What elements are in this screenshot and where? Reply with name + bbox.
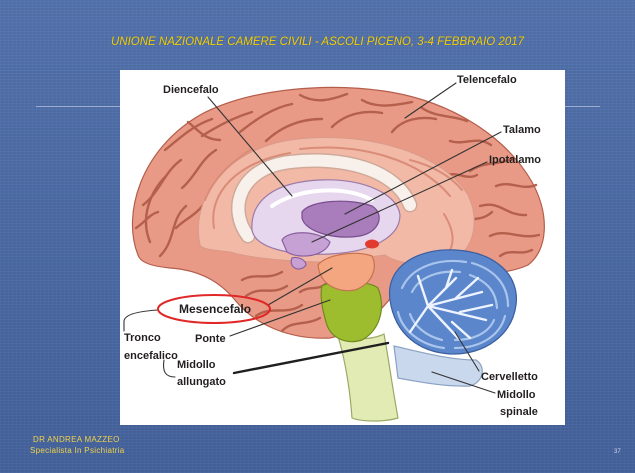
label-midollo-allungato-line2: allungato xyxy=(177,376,226,388)
label-midollo-allungato-line1: Midollo xyxy=(177,359,216,371)
bracket-tronco-encefalico-top xyxy=(124,310,158,331)
pineal-red-spot xyxy=(365,240,379,249)
label-cervelletto: Cervelletto xyxy=(481,371,538,383)
label-midollo-spinale-line1: Midollo xyxy=(497,389,536,401)
label-ipotalamo: Ipotalamo xyxy=(489,154,541,166)
bracket-tronco-encefalico-bottom xyxy=(163,360,175,377)
author-role: Specialista In Psichiatria xyxy=(30,446,125,455)
page-number: 37 xyxy=(614,449,621,455)
slide-title: UNIONE NAZIONALE CAMERE CIVILI - ASCOLI … xyxy=(0,36,635,52)
label-tronco-encefalico-line1: Tronco xyxy=(124,332,161,344)
label-midollo-spinale-line2: spinale xyxy=(500,406,538,418)
cerebellum xyxy=(390,250,517,354)
brain-diagram: Diencefalo Telencefalo Talamo Ipotalamo … xyxy=(120,70,565,425)
label-ponte: Ponte xyxy=(195,333,226,345)
author-name: DR ANDREA MAZZEO xyxy=(33,435,120,444)
label-diencefalo: Diencefalo xyxy=(163,84,219,96)
label-talamo: Talamo xyxy=(503,124,541,136)
label-tronco-encefalico-line2: encefalico xyxy=(124,350,178,362)
label-telencefalo: Telencefalo xyxy=(457,74,517,86)
label-mesencefalo: Mesencefalo xyxy=(179,302,251,316)
